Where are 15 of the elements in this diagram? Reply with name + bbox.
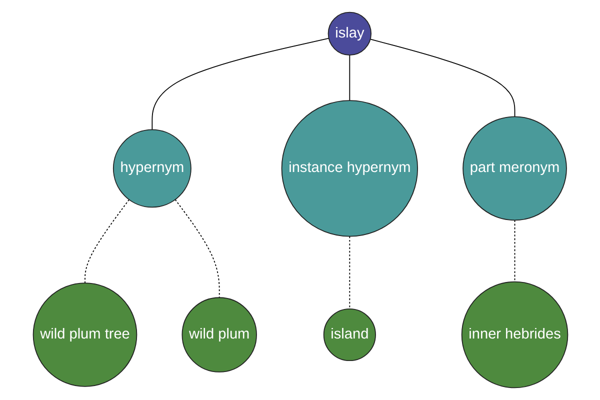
connector: [348, 236, 350, 310]
node-circle: islay: [327, 12, 371, 56]
connector: [514, 220, 515, 282]
node-circle: part meronym: [462, 116, 566, 221]
connector: [151, 38, 329, 130]
connector: [174, 199, 220, 298]
node-circle: island: [322, 308, 376, 362]
connector: [84, 199, 130, 284]
node-circle: inner hebrides: [460, 281, 568, 388]
connector: [348, 54, 350, 101]
connector: [369, 38, 515, 118]
node-circle: hypernym: [112, 129, 191, 208]
node-circle: wild plum tree: [32, 282, 137, 387]
node-circle: wild plum: [181, 297, 256, 372]
node-circle: instance hypernym: [280, 100, 418, 237]
